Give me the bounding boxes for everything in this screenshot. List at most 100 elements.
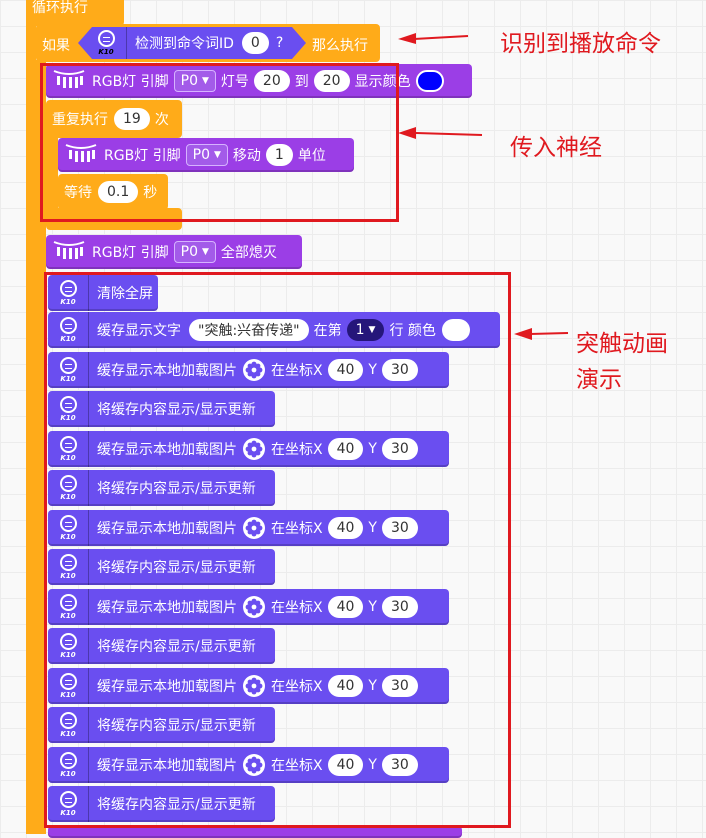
coord-y-input[interactable]: 30 [381,438,418,460]
move-steps-input[interactable]: 1 [265,144,293,166]
lamp-to-input[interactable]: 20 [313,70,350,92]
wait-unit: 秒 [143,185,158,201]
load-image-label: 缓存显示本地加载图片 [97,758,237,774]
coord-x-label: 在坐标X [271,521,323,537]
rgb-off-pin-dropdown[interactable]: P0▼ [173,241,216,263]
k10-icon: K10 [54,787,82,821]
wait-content: 等待 0.1 秒 [64,181,157,203]
rgb-off-action: 全部熄灭 [220,245,277,261]
row-suffix: 行 颜色 [389,323,436,339]
k10-icon: K10 [54,432,82,466]
coord-x-label: 在坐标X [271,442,323,458]
k10-icon: K10 [54,669,82,703]
if-arm [36,60,46,834]
gear-icon[interactable] [243,517,265,539]
arrow-synapse-icon [514,328,569,340]
note-synapse-line2: 演示 [576,367,622,393]
coord-y-label: Y [368,362,377,378]
gear-icon[interactable] [243,596,265,618]
k10-icon: K10 [92,26,120,60]
coord-y-input[interactable]: 30 [381,359,418,381]
lamp-label: 灯号 [220,74,249,90]
refresh-label: 将缓存内容显示/显示更新 [97,402,256,418]
synapse-highlight-box [44,272,511,828]
coord-y-input[interactable]: 30 [381,675,418,697]
coord-x-input[interactable]: 40 [327,596,364,618]
coord-y-label: Y [368,441,377,457]
note-neural: 传入神经 [510,135,602,161]
coord-x-input[interactable]: 40 [327,754,364,776]
to-label: 到 [294,74,309,90]
coord-y-input[interactable]: 30 [381,596,418,618]
repeat-header: 重复执行 19 次 [52,108,169,130]
rgb-off-label: RGB灯 引脚 [92,245,169,261]
refresh-label: 将缓存内容显示/显示更新 [97,481,256,497]
lamp-from-input[interactable]: 20 [253,70,290,92]
k10-icon: K10 [54,550,82,584]
refresh-display-block[interactable]: K10 将缓存内容显示/显示更新 [48,707,275,743]
k10-icon: K10 [54,590,82,624]
repeat-unit: 次 [154,112,169,128]
arrow-neural-icon [398,127,483,139]
rgb-set-label: RGB灯 引脚 [92,74,169,90]
pin-value: P0 [180,244,198,260]
repeat-label: 重复执行 [52,112,108,128]
refresh-label: 将缓存内容显示/显示更新 [97,718,256,734]
command-id-input[interactable]: 0 [241,32,269,54]
text-color-swatch[interactable] [441,319,470,341]
loop-arm [26,20,36,834]
coord-y-input[interactable]: 30 [381,517,418,539]
rgb-strip-icon [53,241,85,259]
k10-icon: K10 [54,629,82,663]
coord-y-label: Y [368,678,377,694]
rgb-set-color-block[interactable]: RGB灯 引脚 P0▼ 灯号 20 到 20 显示颜色 [46,64,472,98]
cache-text-label: 缓存显示文字 [97,323,181,339]
k10-icon: K10 [54,313,82,347]
k10-icon: K10 [54,708,82,742]
coord-x-input[interactable]: 40 [327,517,364,539]
refresh-display-block[interactable]: K10 将缓存内容显示/显示更新 [48,549,275,585]
text-input[interactable]: "突触:兴奋传递" [189,319,309,341]
coord-x-input[interactable]: 40 [327,675,364,697]
cache-text-block[interactable]: K10 缓存显示文字 "突触:兴奋传递" 在第 1▼ 行 颜色 [48,312,500,348]
arrow-recognize-icon [398,33,469,44]
rgb-set-pin-dropdown[interactable]: P0▼ [173,70,216,92]
rgb-move-pin-dropdown[interactable]: P0▼ [185,144,228,166]
clear-screen-label: 清除全屏 [97,286,153,302]
gear-icon[interactable] [243,754,265,776]
gear-icon[interactable] [243,675,265,697]
refresh-display-block[interactable]: K10 将缓存内容显示/显示更新 [48,470,275,506]
load-image-label: 缓存显示本地加载图片 [97,679,237,695]
gear-icon[interactable] [243,359,265,381]
row-dropdown[interactable]: 1▼ [346,319,385,341]
loop-block[interactable] [26,0,124,26]
refresh-label: 将缓存内容显示/显示更新 [97,560,256,576]
clear-screen-block[interactable]: K10 清除全屏 [48,275,158,311]
coord-x-input[interactable]: 40 [327,438,364,460]
load-image-label: 缓存显示本地加载图片 [97,442,237,458]
k10-icon: K10 [54,471,82,505]
color-swatch[interactable] [415,70,444,92]
gear-icon[interactable] [243,438,265,460]
rgb-move-block[interactable]: RGB灯 引脚 P0▼ 移动 1 单位 [58,138,354,172]
if-prefix: 如果 [42,38,70,54]
coord-y-input[interactable]: 30 [381,754,418,776]
coord-x-input[interactable]: 40 [327,359,364,381]
wait-seconds-input[interactable]: 0.1 [98,181,139,203]
refresh-display-block[interactable]: K10 将缓存内容显示/显示更新 [48,391,275,427]
repeat-count-input[interactable]: 19 [114,108,150,130]
k10-icon: K10 [54,392,82,426]
rgb-off-block[interactable]: RGB灯 引脚 P0▼ 全部熄灭 [46,235,302,269]
rgb-move-label: RGB灯 引脚 [104,148,181,164]
question-mark: ? [275,35,284,51]
note-synapse-line1: 突触动画 [576,331,668,357]
pin-value: P0 [192,147,210,163]
